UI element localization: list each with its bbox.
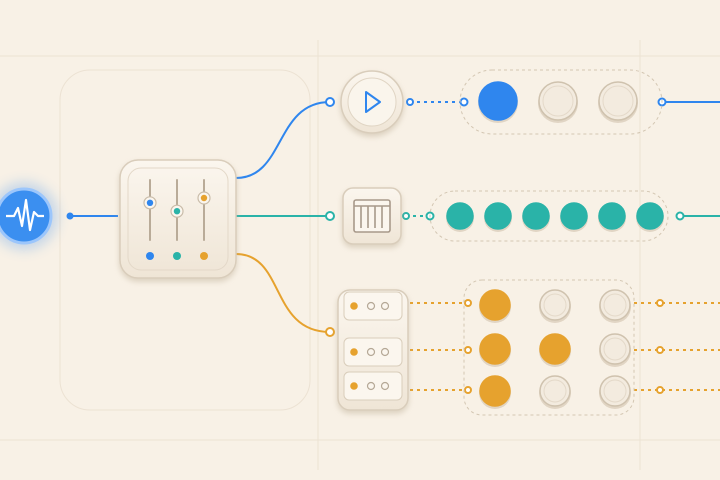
rack-socket bbox=[380, 381, 390, 391]
background-grid bbox=[0, 40, 720, 470]
step-ring bbox=[603, 379, 627, 403]
step-button-off[interactable] bbox=[538, 81, 578, 121]
step-button-on[interactable] bbox=[479, 333, 511, 365]
connector-lines bbox=[66, 97, 720, 394]
rack-socket bbox=[366, 301, 376, 311]
mixer-node[interactable] bbox=[119, 159, 237, 279]
step-ring bbox=[543, 379, 567, 403]
play-sequence-panel bbox=[459, 69, 663, 135]
step-button-on[interactable] bbox=[446, 202, 474, 230]
connector-mixer-to-grid bbox=[235, 253, 331, 333]
rack-led bbox=[350, 382, 358, 390]
rack-row bbox=[343, 291, 403, 321]
connector-dot bbox=[325, 211, 335, 221]
slider-indicator bbox=[173, 252, 181, 260]
step-button-on[interactable] bbox=[478, 81, 518, 121]
sliders-icon bbox=[143, 179, 211, 260]
step-ring bbox=[543, 293, 567, 317]
grid-sequence-panel bbox=[463, 279, 635, 416]
step-button-on[interactable] bbox=[598, 202, 626, 230]
piano-keys-icon bbox=[353, 199, 391, 233]
step-button-on[interactable] bbox=[479, 375, 511, 407]
step-ring bbox=[603, 293, 627, 317]
connector-dot bbox=[66, 212, 74, 220]
step-ring bbox=[602, 85, 634, 117]
rack-socket bbox=[366, 381, 376, 391]
slider-knob-center bbox=[173, 208, 181, 215]
slider-knob-center bbox=[200, 194, 208, 202]
step-ring bbox=[603, 337, 627, 361]
play-icon bbox=[365, 91, 381, 113]
step-button-on[interactable] bbox=[636, 202, 664, 230]
rack-socket bbox=[380, 301, 390, 311]
rack-socket bbox=[366, 347, 376, 357]
step-buttons bbox=[446, 81, 664, 409]
waveform-icon bbox=[6, 198, 44, 232]
rack-row bbox=[343, 337, 403, 367]
slider-knob-center bbox=[146, 199, 154, 206]
sequence-panels bbox=[429, 69, 669, 416]
rack-socket bbox=[380, 347, 390, 357]
source-node[interactable] bbox=[0, 182, 58, 250]
connector-mixer-to-play bbox=[235, 101, 331, 179]
rack-led bbox=[350, 348, 358, 356]
step-button-on[interactable] bbox=[484, 202, 512, 230]
slider-indicator bbox=[200, 252, 208, 260]
rack-row bbox=[343, 371, 403, 401]
rack-led bbox=[350, 302, 358, 310]
keys-sequence-panel bbox=[429, 190, 669, 242]
connector-dot bbox=[325, 97, 335, 107]
step-ring bbox=[542, 85, 574, 117]
step-button-off[interactable] bbox=[598, 81, 638, 121]
connector-dot bbox=[325, 327, 335, 337]
toggle-rack-icon bbox=[343, 291, 403, 401]
play-node[interactable] bbox=[340, 70, 404, 134]
grid-node[interactable] bbox=[337, 289, 409, 411]
step-button-on[interactable] bbox=[479, 289, 511, 321]
keys-node[interactable] bbox=[342, 187, 402, 245]
step-button-on[interactable] bbox=[560, 202, 588, 230]
step-button-on[interactable] bbox=[522, 202, 550, 230]
slider-indicator bbox=[146, 252, 154, 260]
step-button-on[interactable] bbox=[539, 333, 571, 365]
